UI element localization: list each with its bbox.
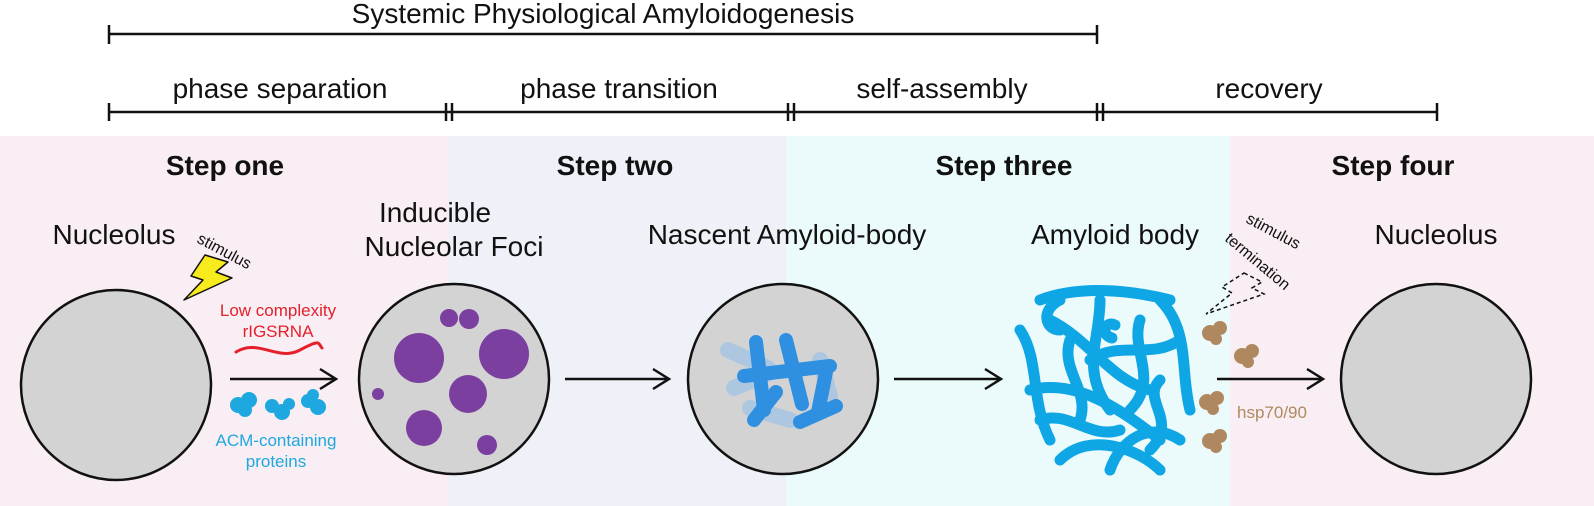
nucleolar-foci bbox=[372, 309, 529, 455]
rna-label-line2: rIGSRNA bbox=[243, 322, 315, 341]
stage-label-amyloid-body: Amyloid body bbox=[1031, 219, 1199, 250]
phase-label-recovery: recovery bbox=[1215, 73, 1322, 104]
arrow-step-three bbox=[894, 367, 1004, 391]
arrow-step-four bbox=[1217, 367, 1326, 391]
diagram-title: Systemic Physiological Amyloidogenesis bbox=[352, 0, 855, 29]
nucleolus-end-circle bbox=[1339, 282, 1533, 476]
arrow-step-one bbox=[230, 367, 339, 391]
step-four-heading: Step four bbox=[1332, 150, 1455, 181]
stage-label-inf-line2: Nucleolar Foci bbox=[365, 231, 544, 262]
arrow-step-two bbox=[565, 367, 672, 391]
hsp-label: hsp70/90 bbox=[1237, 403, 1307, 422]
phase-brackets bbox=[107, 103, 1439, 121]
acm-label-line2: proteins bbox=[246, 452, 306, 471]
stage-label-nucleolus-start: Nucleolus bbox=[53, 219, 176, 250]
amyloid-body-fibrils bbox=[1014, 285, 1196, 476]
lightning-bolt-icon bbox=[183, 254, 233, 301]
hsp-chaperones-icon bbox=[1199, 321, 1259, 453]
stage-label-inf-line1: Inducible bbox=[379, 197, 491, 228]
phase-label-separation: phase separation bbox=[173, 73, 388, 104]
acm-label-line1: ACM-containing bbox=[216, 431, 337, 450]
nucleolus-start-circle bbox=[19, 288, 213, 482]
step-one-heading: Step one bbox=[166, 150, 284, 181]
rna-label-line1: Low complexity bbox=[220, 301, 337, 320]
rna-strand-icon bbox=[234, 341, 324, 355]
title-bracket bbox=[107, 25, 1099, 44]
dashed-bolt-icon bbox=[1205, 272, 1266, 315]
phase-label-transition: phase transition bbox=[520, 73, 718, 104]
nascent-nucleolus-circle bbox=[686, 282, 880, 476]
stage-label-nascent: Nascent Amyloid-body bbox=[648, 219, 927, 250]
acm-proteins-icon bbox=[230, 389, 326, 420]
nascent-amyloid-fibrils bbox=[720, 333, 843, 429]
phase-label-self-assembly: self-assembly bbox=[856, 73, 1027, 104]
step-two-heading: Step two bbox=[557, 150, 674, 181]
stage-label-nucleolus-end: Nucleolus bbox=[1375, 219, 1498, 250]
step-three-heading: Step three bbox=[936, 150, 1073, 181]
